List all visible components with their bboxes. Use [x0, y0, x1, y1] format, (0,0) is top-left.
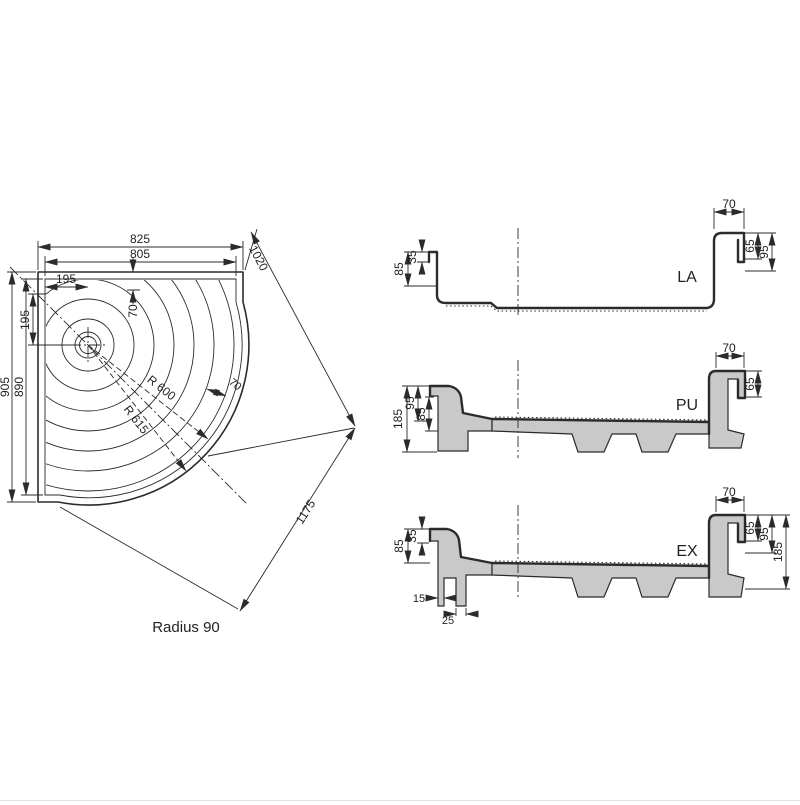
pu-foam-floor	[491, 418, 712, 453]
top-view: 825 805 1020 1175 195 70 195 905 890 R 6…	[0, 228, 356, 636]
ex-dim-label-185: 185	[771, 542, 785, 562]
dim-label-890: 890	[12, 377, 26, 397]
ex-dim-label-70: 70	[722, 485, 736, 499]
la-section-label: LA	[677, 269, 697, 286]
dim-arc-gap-line	[206, 388, 227, 397]
ex-shell-line	[428, 513, 747, 580]
pu-section-label: PU	[676, 397, 698, 414]
pu-foam-right	[708, 370, 746, 449]
pu-floor-texture	[494, 416, 708, 421]
tray-outline	[37, 271, 250, 506]
la-dim-label-95: 95	[757, 245, 771, 259]
ex-foam-left	[429, 528, 493, 607]
la-profile	[427, 231, 746, 310]
dim-diagonal-bottom-line	[239, 427, 356, 612]
dim-label-1020: 1020	[246, 243, 271, 273]
ex-dim-label-95: 95	[757, 527, 771, 541]
la-extension-lines	[404, 208, 776, 287]
pu-dim-label-95: 95	[403, 396, 417, 410]
radius-label-r600: R 600	[145, 372, 179, 403]
la-dim-label-70: 70	[722, 197, 736, 211]
tray-inner-rim	[44, 278, 243, 499]
ex-dim-label-15: 15	[413, 593, 425, 605]
drain-centerlines	[70, 327, 106, 363]
la-dim-label-65: 65	[743, 239, 757, 253]
ex-dim-label-25: 25	[442, 615, 454, 627]
pu-shell-line	[428, 369, 747, 436]
dim-label-70-arc: 70	[226, 376, 243, 393]
dim-label-825: 825	[130, 232, 150, 246]
section-la: 70 35 85 65 95 LA	[392, 197, 776, 318]
diagonal-centerline	[9, 266, 249, 506]
dim-label-905: 905	[0, 377, 12, 397]
dim-label-1175: 1175	[293, 497, 319, 527]
dim-diagonal-top-line	[250, 231, 356, 427]
drawing-caption: Radius 90	[152, 619, 220, 636]
ex-dim-label-65: 65	[743, 521, 757, 535]
ex-foam-right	[708, 514, 746, 598]
ex-floor-texture	[494, 560, 708, 565]
dim-label-70-rim: 70	[126, 304, 140, 318]
la-dim-label-85: 85	[392, 262, 406, 276]
dim-label-195-v: 195	[18, 310, 32, 330]
pu-dim-label-65: 65	[743, 377, 757, 391]
pu-dim-label-85: 85	[414, 407, 428, 421]
la-dim-label-35: 35	[405, 250, 419, 264]
ex-section-label: EX	[676, 543, 698, 560]
dim-label-805: 805	[130, 247, 150, 261]
ex-dim-label-85: 85	[392, 539, 406, 553]
pu-dim-label-185: 185	[391, 409, 405, 429]
dim-label-195-h: 195	[56, 272, 76, 286]
section-ex: 70 35 85 65 95 185 15 25 EX	[392, 485, 790, 627]
radius-line-r600	[87, 344, 209, 440]
ridge-arc	[46, 280, 175, 432]
pu-dim-label-70: 70	[722, 341, 736, 355]
ex-foam-body	[429, 514, 746, 607]
ridge-arc	[46, 298, 135, 392]
ridge-arc	[46, 280, 235, 492]
floor-ridges	[46, 280, 235, 492]
ex-dim-label-35: 35	[405, 529, 419, 543]
section-pu: 70 65 185 95 85 PU	[391, 341, 762, 458]
ridge-arc	[46, 280, 155, 412]
ex-foam-floor	[491, 562, 712, 598]
ridge-arc	[46, 280, 215, 472]
ridge-arc	[46, 280, 195, 452]
